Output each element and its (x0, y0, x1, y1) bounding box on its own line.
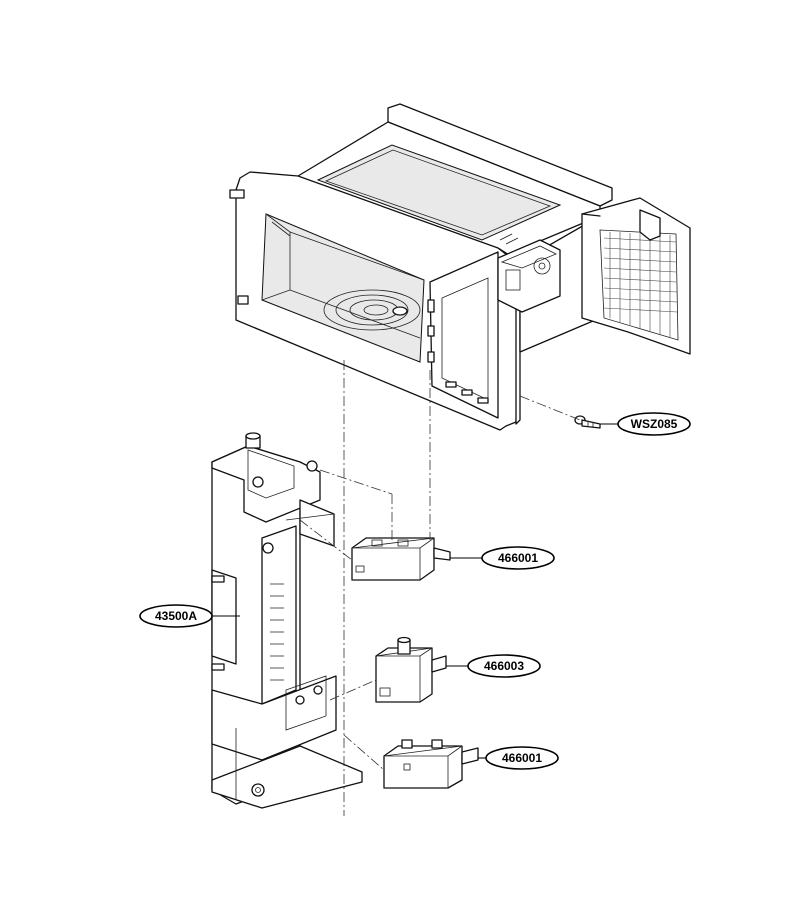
vent-grid (603, 232, 678, 337)
label-wsz085: WSZ085 (631, 417, 678, 431)
label-466003: 466003 (484, 659, 524, 673)
callout-466001-bottom: 466001 (478, 746, 559, 770)
microwave-cavity-assembly (229, 103, 691, 431)
callout-43500a: 43500A (139, 604, 240, 628)
label-466001-bottom: 466001 (502, 751, 542, 765)
switch-top-part (351, 537, 451, 581)
label-466001-top: 466001 (498, 551, 538, 565)
assembly-guide-lines (299, 360, 581, 816)
switch-bottom-part (383, 739, 479, 789)
screw-part (574, 415, 601, 429)
switch-middle-part (375, 636, 447, 703)
latch-teeth (270, 583, 284, 681)
latch-bracket-part (211, 432, 363, 809)
callout-466001-top: 466001 (450, 546, 555, 570)
label-43500a: 43500A (155, 609, 197, 623)
callout-wsz085: WSZ085 (600, 412, 691, 436)
callout-466003: 466003 (446, 654, 541, 678)
